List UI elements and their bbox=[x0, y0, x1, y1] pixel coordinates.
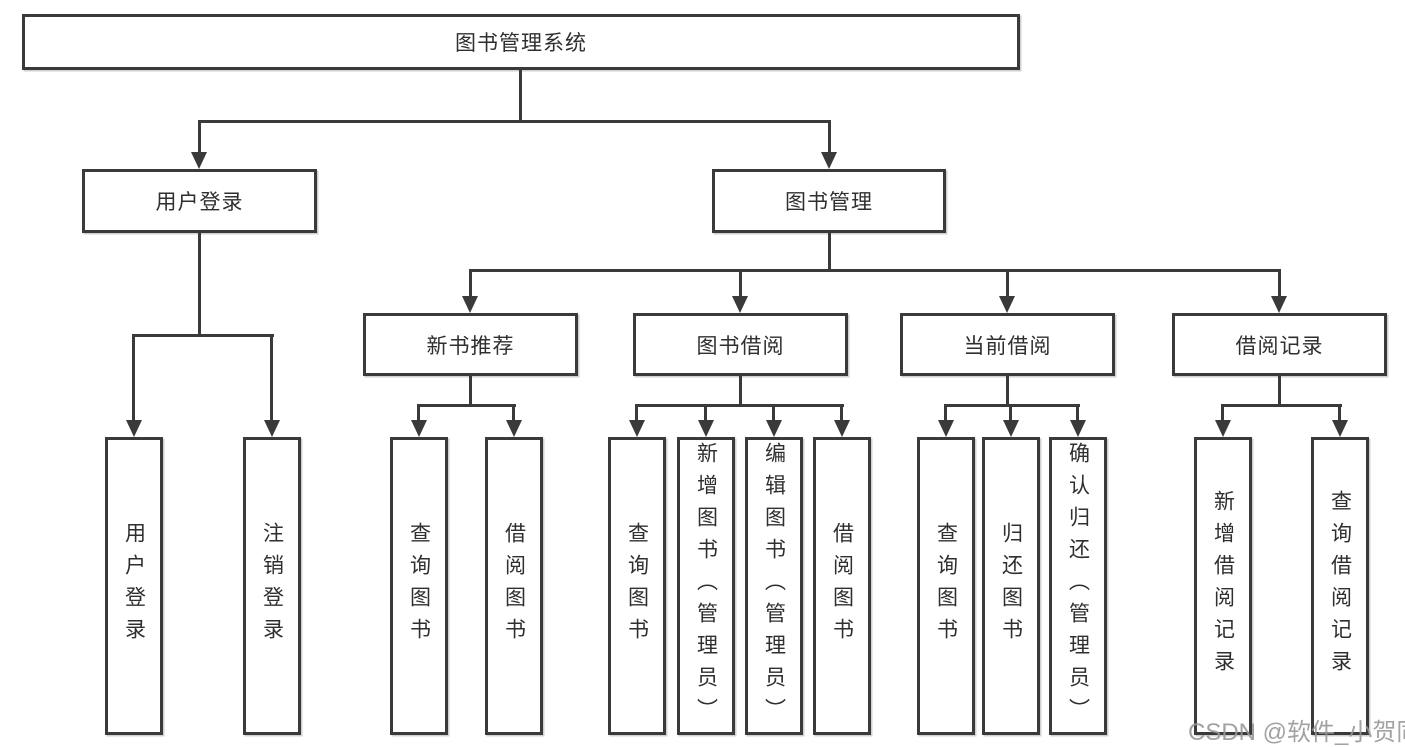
node-query-books-3-label: 查询图书 bbox=[934, 522, 958, 650]
node-return-books: 归还图书 bbox=[982, 437, 1040, 735]
node-add-books-admin-label: 新增图书（管理员） bbox=[694, 442, 718, 730]
node-confirm-return-admin: 确认归还（管理员） bbox=[1049, 437, 1107, 735]
node-query-borrow-record: 查询借阅记录 bbox=[1311, 437, 1369, 735]
node-query-books-3: 查询图书 bbox=[917, 437, 975, 735]
connector-to-borrow1 bbox=[512, 405, 515, 423]
node-query-books-1: 查询图书 bbox=[390, 437, 448, 735]
connector-to-query1 bbox=[417, 405, 420, 423]
arrowhead-borrow1 bbox=[506, 420, 522, 437]
csdn-watermark: CSDN @软件_小贺同学 bbox=[1188, 719, 1405, 746]
arrowhead-add-record bbox=[1215, 420, 1231, 437]
node-add-borrow-record-label: 新增借阅记录 bbox=[1211, 490, 1235, 682]
arrowhead-records bbox=[1271, 296, 1287, 313]
arrowhead-return-book bbox=[1003, 420, 1019, 437]
arrowhead-new-books bbox=[462, 296, 478, 313]
node-return-books-label: 归还图书 bbox=[999, 522, 1023, 650]
node-book-management-label: 图书管理 bbox=[785, 191, 873, 214]
arrowhead-query-record bbox=[1332, 420, 1348, 437]
arrowhead-logout bbox=[264, 420, 280, 437]
node-borrow-books-2: 借阅图书 bbox=[813, 437, 871, 735]
node-logout-action: 注销登录 bbox=[243, 437, 301, 735]
arrowhead-edit-book bbox=[766, 420, 782, 437]
connector-user-login-split bbox=[132, 334, 274, 337]
node-confirm-return-admin-label: 确认归还（管理员） bbox=[1066, 442, 1090, 730]
connector-book-mgmt-stem bbox=[828, 233, 831, 272]
node-query-books-2: 查询图书 bbox=[608, 437, 666, 735]
connector-to-records bbox=[1278, 270, 1281, 298]
node-library-system-label: 图书管理系统 bbox=[455, 32, 587, 55]
connector-to-current bbox=[1006, 270, 1009, 298]
connector-records-stem bbox=[1278, 376, 1281, 407]
connector-borrowing-stem bbox=[739, 376, 742, 407]
node-user-login-action-label: 用户登录 bbox=[122, 522, 146, 650]
node-borrowing-records-label: 借阅记录 bbox=[1235, 334, 1324, 358]
node-book-borrowing-label: 图书借阅 bbox=[696, 334, 785, 358]
arrowhead-add-book bbox=[698, 420, 714, 437]
node-book-management: 图书管理 bbox=[712, 169, 946, 233]
arrowhead-current bbox=[999, 296, 1015, 313]
arrowhead-borrow2 bbox=[834, 420, 850, 437]
arrowhead-borrowing bbox=[732, 296, 748, 313]
node-borrow-books-1: 借阅图书 bbox=[485, 437, 543, 735]
connector-to-add-book bbox=[704, 405, 707, 423]
node-user-login-label: 用户登录 bbox=[155, 191, 244, 214]
arrowhead-query2 bbox=[629, 420, 645, 437]
node-add-books-admin: 新增图书（管理员） bbox=[677, 437, 735, 735]
node-user-login-action: 用户登录 bbox=[105, 437, 163, 735]
arrowhead-query3 bbox=[938, 420, 954, 437]
node-add-borrow-record: 新增借阅记录 bbox=[1194, 437, 1252, 735]
connector-to-borrowing bbox=[739, 270, 742, 298]
connector-user-login-stem bbox=[198, 233, 201, 337]
connector-new-books-split bbox=[417, 404, 516, 407]
connector-to-new-books bbox=[469, 270, 472, 298]
connector-book-mgmt-split bbox=[469, 269, 1281, 272]
connector-to-confirm-return bbox=[1076, 405, 1079, 423]
connector-to-borrow2 bbox=[840, 405, 843, 423]
node-query-books-2-label: 查询图书 bbox=[625, 522, 649, 650]
node-current-borrowing-label: 当前借阅 bbox=[963, 334, 1052, 358]
node-current-borrowing: 当前借阅 bbox=[900, 313, 1115, 376]
node-query-borrow-record-label: 查询借阅记录 bbox=[1328, 490, 1352, 682]
arrowhead-user-login bbox=[191, 152, 207, 169]
node-book-borrowing: 图书借阅 bbox=[633, 313, 848, 376]
node-library-system: 图书管理系统 bbox=[22, 14, 1020, 70]
connector-to-add-record bbox=[1221, 405, 1224, 423]
node-borrow-books-2-label: 借阅图书 bbox=[830, 522, 854, 650]
connector-to-login bbox=[132, 335, 135, 423]
connector-to-query-record bbox=[1338, 405, 1341, 423]
connector-root-split bbox=[198, 120, 831, 123]
connector-to-user-login bbox=[198, 121, 201, 155]
node-query-books-1-label: 查询图书 bbox=[407, 522, 431, 650]
connector-to-edit-book bbox=[772, 405, 775, 423]
connector-to-query2 bbox=[635, 405, 638, 423]
node-borrow-books-1-label: 借阅图书 bbox=[502, 522, 526, 650]
node-logout-action-label: 注销登录 bbox=[260, 522, 284, 650]
node-new-book-recommend-label: 新书推荐 bbox=[426, 334, 515, 358]
connector-to-return-book bbox=[1009, 405, 1012, 423]
connector-borrowing-split bbox=[635, 404, 844, 407]
node-new-book-recommend: 新书推荐 bbox=[363, 313, 578, 376]
connector-to-logout bbox=[270, 335, 273, 423]
arrowhead-login bbox=[126, 420, 142, 437]
node-edit-books-admin-label: 编辑图书（管理员） bbox=[762, 442, 786, 730]
node-edit-books-admin: 编辑图书（管理员） bbox=[745, 437, 803, 735]
arrowhead-query1 bbox=[411, 420, 427, 437]
connector-root-stem bbox=[519, 70, 522, 123]
connector-to-book-mgmt bbox=[828, 121, 831, 155]
connector-current-split bbox=[944, 404, 1080, 407]
connector-records-split bbox=[1221, 404, 1342, 407]
node-user-login: 用户登录 bbox=[82, 169, 317, 233]
arrowhead-book-mgmt bbox=[821, 152, 837, 169]
connector-to-query3 bbox=[944, 405, 947, 423]
connector-current-stem bbox=[1006, 376, 1009, 407]
arrowhead-confirm-return bbox=[1070, 420, 1086, 437]
connector-new-books-stem bbox=[469, 376, 472, 407]
node-borrowing-records: 借阅记录 bbox=[1172, 313, 1387, 376]
